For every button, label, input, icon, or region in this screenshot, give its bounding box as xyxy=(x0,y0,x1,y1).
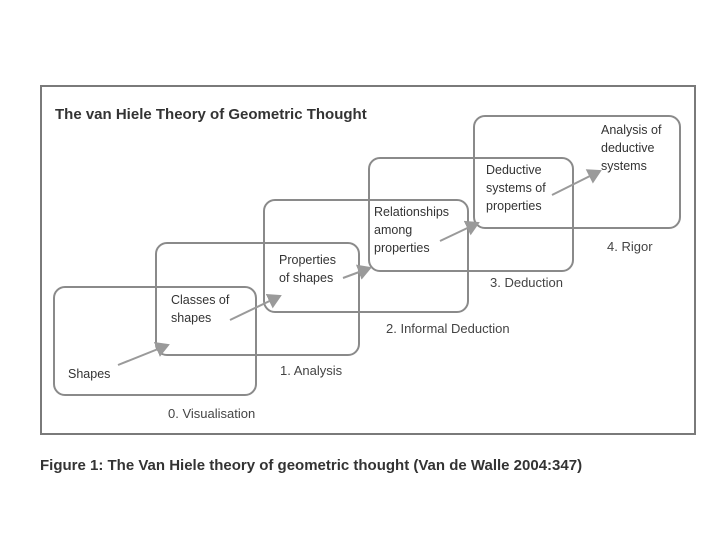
shapes-label: Shapes xyxy=(68,367,111,381)
diagram-title: The van Hiele Theory of Geometric Though… xyxy=(55,106,367,123)
classes-of-shapes-label: Classes of shapes xyxy=(171,293,230,325)
relationships-among-properties-label: Relationships among properties xyxy=(374,205,450,255)
analysis-of-deductive-systems-label: Analysis of deductive systems xyxy=(601,123,662,173)
level-4-label: 4. Rigor xyxy=(607,239,653,254)
properties-of-shapes-label: Properties of shapes xyxy=(279,253,336,285)
level-1-box xyxy=(155,242,360,356)
level-3-label: 3. Deduction xyxy=(490,275,563,290)
level-0-label: 0. Visualisation xyxy=(168,406,256,421)
level-2-box xyxy=(263,199,469,313)
level-3-box xyxy=(368,157,574,272)
figure-caption: Figure 1: The Van Hiele theory of geomet… xyxy=(40,457,583,474)
deductive-systems-label: Deductive systems of properties xyxy=(486,163,546,213)
level-4-box xyxy=(473,115,681,229)
level-2-label: 2. Informal Deduction xyxy=(386,321,510,336)
level-1-label: 1. Analysis xyxy=(280,363,343,378)
